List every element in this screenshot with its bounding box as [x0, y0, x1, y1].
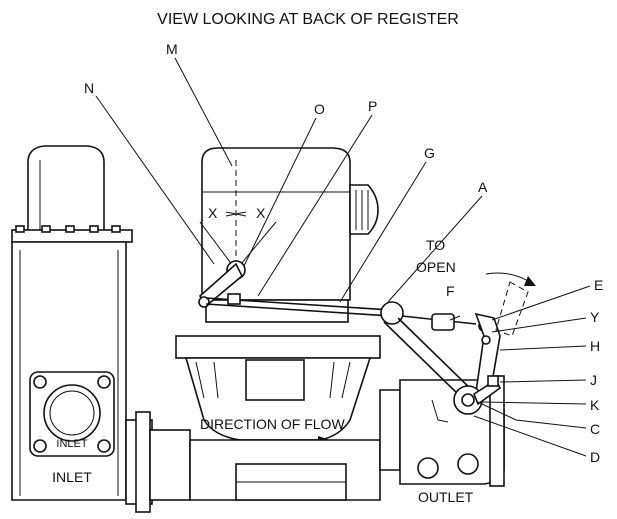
- callout-p: P: [368, 98, 377, 114]
- meter-body: DIRECTION OF FLOW: [175, 335, 381, 501]
- x-right-label: X: [256, 205, 266, 221]
- inlet-label: INLET: [52, 469, 92, 485]
- diagram-title: VIEW LOOKING AT BACK OF REGISTER: [157, 11, 459, 28]
- callout-c: C: [590, 421, 600, 437]
- to-open-line1: TO: [426, 237, 445, 253]
- callout-g: G: [424, 145, 435, 161]
- inlet-pipe: [125, 411, 191, 513]
- direction-of-flow-label: DIRECTION OF FLOW: [200, 416, 345, 432]
- callout-d: D: [590, 449, 600, 465]
- callout-e: E: [594, 277, 603, 293]
- callout-a: A: [478, 179, 488, 195]
- callout-leaders: [95, 57, 591, 457]
- inlet-housing: INLET INLET: [11, 145, 133, 501]
- callout-k: K: [590, 397, 600, 413]
- callout-y: Y: [590, 309, 600, 325]
- callout-o: O: [314, 101, 325, 117]
- callout-h: H: [590, 338, 600, 354]
- callout-f: F: [446, 283, 455, 299]
- to-open-line2: OPEN: [416, 259, 456, 275]
- outlet-label: OUTLET: [418, 489, 474, 505]
- callout-labels: M N O P G A TO OPEN E F Y H J K C D: [84, 41, 603, 465]
- callout-m: M: [166, 41, 178, 57]
- callout-j: J: [590, 372, 597, 388]
- inlet-plate-label: INLET: [56, 438, 87, 450]
- x-left-label: X: [208, 205, 218, 221]
- callout-n: N: [84, 80, 94, 96]
- linkage: X X: [198, 160, 536, 415]
